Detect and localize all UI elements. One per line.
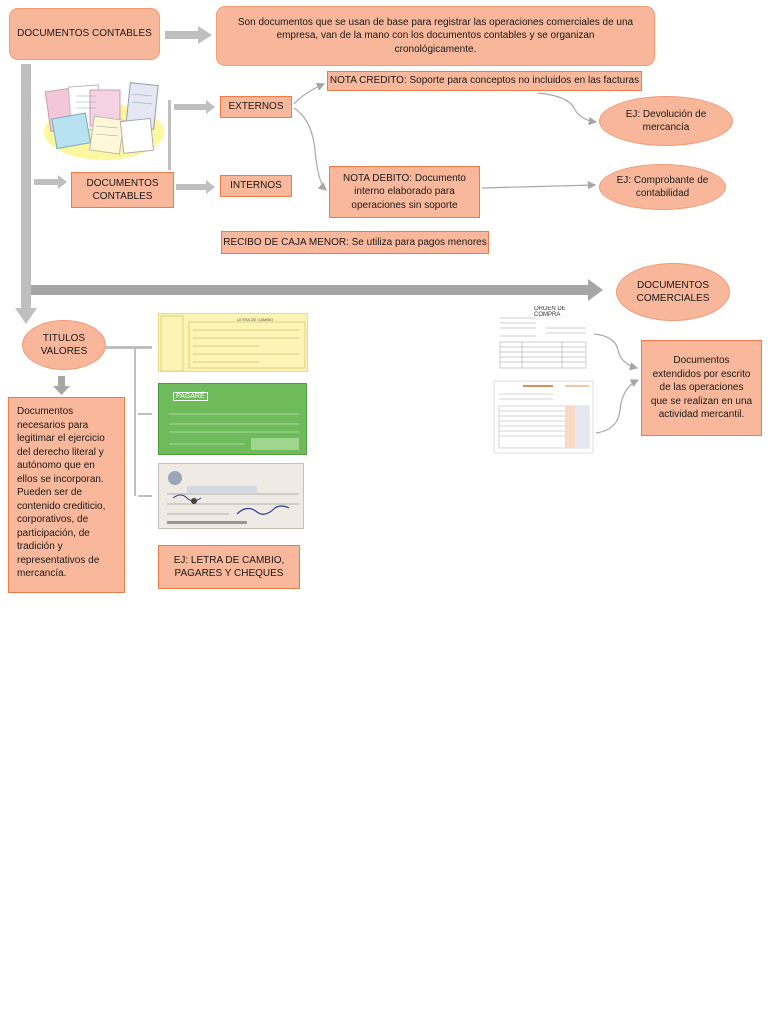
connector-vertical-small	[168, 100, 171, 170]
orden-compra-image: ORDEN DE COMPRA	[496, 306, 590, 372]
arrow-to-definition	[165, 26, 212, 44]
nota-credito-box: NOTA CREDITO: Soporte para conceptos no …	[327, 71, 642, 91]
arrow-titulos-down	[53, 376, 70, 395]
curve-credito-devolucion	[537, 92, 598, 126]
documentos-contables-mid-label: DOCUMENTOS CONTABLES	[86, 177, 159, 203]
orden-compra-title: ORDEN DE COMPRA	[534, 306, 566, 318]
connector-cheque	[138, 495, 152, 497]
curve-orden-extendidos	[593, 333, 639, 371]
line-debito-comprobante	[481, 180, 597, 190]
documents-stack-image	[40, 82, 166, 162]
titulos-valores-oval: TITULOS VALORES	[22, 320, 106, 370]
cheque-image	[158, 463, 304, 529]
nota-credito-label: NOTA CREDITO: Soporte para conceptos no …	[329, 75, 640, 87]
curve-factura-extendidos	[595, 379, 640, 434]
arrow-to-doc-contables	[34, 175, 67, 189]
letra-cambio-title: LETRA DE CAMBIO	[237, 317, 274, 322]
arrow-to-internos	[176, 180, 215, 194]
nota-debito-label: NOTA DEBITO: Documento interno elaborado…	[342, 172, 466, 211]
externos-box: EXTERNOS	[220, 96, 292, 118]
documentos-extendidos-box: Documentos extendidos por escrito de las…	[641, 340, 762, 436]
ej-devolucion-label: EJ: Devolución de mercancía	[625, 108, 707, 134]
documentos-contables-top-label: DOCUMENTOS CONTABLES	[17, 28, 152, 40]
documentos-comerciales-oval: DOCUMENTOS COMERCIALES	[616, 263, 730, 321]
ej-devolucion-oval: EJ: Devolución de mercancía	[599, 96, 733, 146]
pagare-image: PAGARÉ	[158, 383, 307, 455]
connector-pagare	[138, 413, 152, 415]
letra-cambio-image: LETRA DE CAMBIO	[158, 313, 308, 372]
ej-letra-label: EJ: LETRA DE CAMBIO, PAGARES Y CHEQUES	[173, 554, 285, 580]
documentos-contables-top-box: DOCUMENTOS CONTABLES	[9, 8, 160, 60]
nota-debito-box: NOTA DEBITO: Documento interno elaborado…	[329, 166, 480, 218]
arrow-to-externos	[174, 100, 215, 114]
recibo-caja-label: RECIBO DE CAJA MENOR: Se utiliza para pa…	[223, 236, 487, 248]
curve-externos-debito	[293, 107, 327, 191]
ej-comprobante-label: EJ: Comprobante de contabilidad	[616, 174, 709, 200]
externos-label: EXTERNOS	[228, 101, 284, 113]
ej-letra-box: EJ: LETRA DE CAMBIO, PAGARES Y CHEQUES	[158, 545, 300, 589]
internos-label: INTERNOS	[230, 180, 282, 192]
pagare-title: PAGARÉ	[173, 392, 208, 401]
definicion-box: Son documentos que se usan de base para …	[216, 6, 655, 66]
documentos-contables-mid-box: DOCUMENTOS CONTABLES	[71, 172, 174, 208]
ej-comprobante-oval: EJ: Comprobante de contabilidad	[599, 164, 726, 210]
titulos-desc-box: Documentos necesarios para legitimar el …	[8, 397, 125, 593]
curve-externos-credito	[293, 82, 326, 105]
definicion-label: Son documentos que se usan de base para …	[237, 16, 634, 55]
connector-images-v	[134, 348, 136, 496]
titulos-desc-label: Documentos necesarios para legitimar el …	[17, 406, 106, 579]
documentos-extendidos-label: Documentos extendidos por escrito de las…	[650, 355, 753, 421]
titulos-valores-label: TITULOS VALORES	[40, 332, 88, 358]
arrow-to-comerciales	[31, 279, 603, 301]
factura-image	[493, 380, 594, 454]
documentos-comerciales-label: DOCUMENTOS COMERCIALES	[636, 279, 710, 305]
connector-titulos-h	[106, 346, 152, 349]
recibo-caja-box: RECIBO DE CAJA MENOR: Se utiliza para pa…	[221, 231, 489, 254]
arrow-spine-down	[15, 64, 37, 324]
internos-box: INTERNOS	[220, 175, 292, 197]
